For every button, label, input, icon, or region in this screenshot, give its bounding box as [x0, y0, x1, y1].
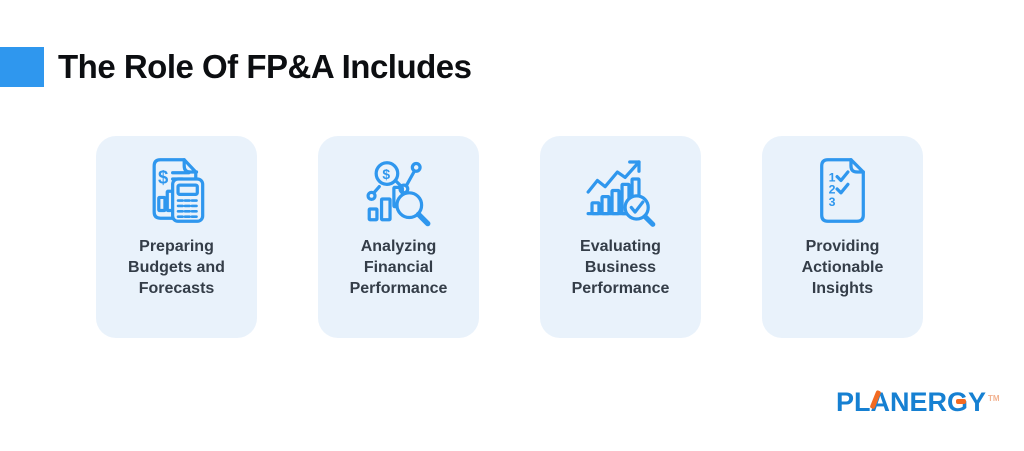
svg-text:2: 2 — [829, 183, 836, 197]
card-label: Analyzing Financial Performance — [349, 238, 448, 297]
card-evaluating-business: Evaluating Business Performance — [540, 136, 701, 338]
svg-text:1: 1 — [829, 170, 836, 184]
svg-text:$: $ — [158, 167, 169, 188]
card-label: Providing Actionable Insights — [801, 238, 884, 297]
logo-trademark: TM — [988, 394, 1000, 403]
card-providing-insights: 1 2 3 Providing Actionable Insights — [762, 136, 923, 338]
numbered-checklist-document-icon: 1 2 3 — [820, 158, 865, 223]
financial-analysis-magnifier-icon: $ — [366, 161, 431, 227]
card-label: Evaluating Business Performance — [571, 238, 670, 297]
card-label: Preparing Budgets and Forecasts — [128, 238, 225, 297]
header: The Role Of FP&A Includes — [0, 47, 472, 87]
card-preparing-budgets: $ Preparing Budgets and Forecasts — [96, 136, 257, 338]
cards-row: $ Preparing Budgets and Forecasts $ — [96, 136, 923, 338]
svg-text:$: $ — [382, 166, 390, 182]
title-accent-bar — [0, 47, 44, 87]
budget-document-calculator-icon: $ — [152, 158, 205, 223]
page-title: The Role Of FP&A Includes — [58, 48, 472, 85]
svg-text:3: 3 — [829, 195, 836, 209]
card-analyzing-financial: $ Analyzing Financial Performance — [318, 136, 479, 338]
growth-chart-magnifier-check-icon — [586, 160, 656, 227]
logo-accent-g — [956, 399, 966, 404]
